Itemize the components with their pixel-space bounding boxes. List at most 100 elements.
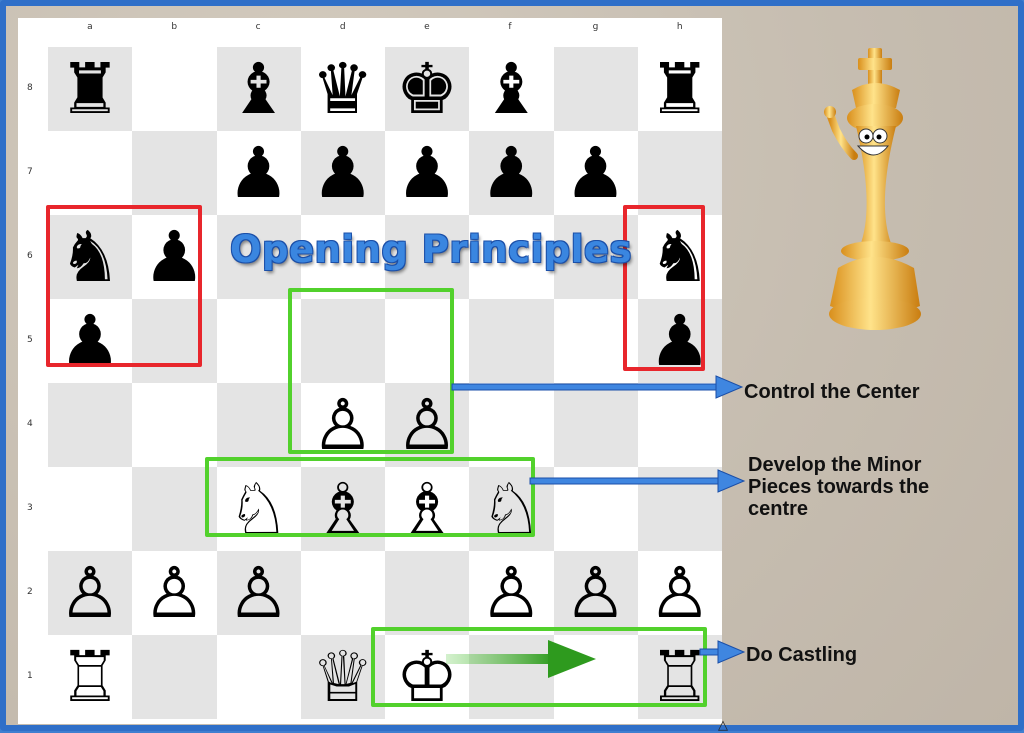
diagram-title: Opening Principles bbox=[230, 228, 633, 271]
black-rook-a8: ♜ bbox=[58, 48, 122, 130]
green-box-minor-pieces bbox=[205, 457, 535, 537]
rank-label-2-left: 2 bbox=[27, 587, 33, 597]
square-b8 bbox=[132, 47, 217, 131]
castling-move-arrow bbox=[446, 640, 596, 678]
black-bishop-f8: ♝ bbox=[479, 48, 543, 130]
arrow-control-center bbox=[451, 375, 744, 399]
black-knight-h6: ♞ bbox=[648, 216, 712, 298]
square-b6 bbox=[132, 215, 217, 299]
square-c2 bbox=[216, 551, 301, 635]
file-label-c-top: c bbox=[255, 22, 261, 32]
square-e3 bbox=[385, 467, 470, 551]
square-g2 bbox=[553, 551, 638, 635]
square-c5 bbox=[216, 299, 301, 383]
square-c7 bbox=[216, 131, 301, 215]
square-f8 bbox=[469, 47, 554, 131]
green-box-castling bbox=[371, 627, 707, 707]
square-f7 bbox=[469, 131, 554, 215]
square-a2 bbox=[48, 551, 133, 635]
green-box-center bbox=[288, 288, 454, 454]
square-a3 bbox=[48, 467, 133, 551]
white-pawn-c2: ♙ bbox=[227, 552, 290, 634]
square-d1 bbox=[300, 635, 385, 719]
rank-label-6-left: 6 bbox=[27, 251, 33, 261]
square-c1 bbox=[216, 635, 301, 719]
black-pawn-b6: ♟ bbox=[142, 216, 206, 298]
black-queen-d8: ♛ bbox=[311, 48, 375, 130]
square-d2 bbox=[300, 551, 385, 635]
rank-label-8-left: 8 bbox=[27, 83, 33, 93]
square-e6 bbox=[385, 215, 470, 299]
file-label-g-top: g bbox=[592, 22, 599, 32]
white-pawn-b2: ♙ bbox=[142, 552, 206, 634]
square-a5 bbox=[48, 299, 133, 383]
arrow-castling bbox=[699, 640, 746, 664]
arrow-develop-minor bbox=[529, 469, 746, 493]
square-a6 bbox=[48, 215, 133, 299]
rank-label-4-left: 4 bbox=[27, 419, 33, 429]
white-rook-a1: ♖ bbox=[58, 636, 122, 718]
black-pawn-g7: ♟ bbox=[564, 132, 627, 214]
square-f2 bbox=[469, 551, 554, 635]
square-e2 bbox=[385, 551, 470, 635]
square-a1 bbox=[48, 635, 133, 719]
black-pawn-f7: ♟ bbox=[479, 132, 543, 214]
king-mascot-illustration bbox=[824, 48, 921, 330]
square-d5 bbox=[300, 299, 385, 383]
square-f4 bbox=[469, 383, 554, 467]
square-g4 bbox=[553, 383, 638, 467]
square-b2 bbox=[132, 551, 217, 635]
square-d7 bbox=[300, 131, 385, 215]
label-do-castling: Do Castling bbox=[746, 644, 858, 666]
file-label-h-top: h bbox=[676, 22, 683, 32]
black-pawn-d7: ♟ bbox=[311, 132, 375, 214]
square-e8 bbox=[385, 47, 470, 131]
square-e5 bbox=[385, 299, 470, 383]
black-bishop-c8: ♝ bbox=[227, 48, 290, 130]
square-b4 bbox=[132, 383, 217, 467]
black-pawn-e7: ♟ bbox=[395, 132, 459, 214]
square-b1 bbox=[132, 635, 217, 719]
square-a7 bbox=[48, 131, 133, 215]
black-king-e8: ♚ bbox=[395, 48, 459, 130]
square-d6 bbox=[300, 215, 385, 299]
file-label-d-top: d bbox=[339, 22, 346, 32]
black-rook-h8: ♜ bbox=[648, 48, 712, 130]
white-pawn-f2: ♙ bbox=[479, 552, 543, 634]
black-knight-a6: ♞ bbox=[58, 216, 122, 298]
white-pawn-g2: ♙ bbox=[564, 552, 627, 634]
square-h6 bbox=[637, 215, 722, 299]
chessboard-panel: aabbccddeeffgghh8877665544332211 ♜♝♛♚♝♜♟… bbox=[18, 18, 728, 733]
file-label-e-top: e bbox=[424, 22, 430, 32]
square-b7 bbox=[132, 131, 217, 215]
square-a4 bbox=[48, 383, 133, 467]
rank-label-5-left: 5 bbox=[27, 335, 33, 345]
file-label-b-top: b bbox=[171, 22, 178, 32]
square-e7 bbox=[385, 131, 470, 215]
square-d3 bbox=[300, 467, 385, 551]
square-h8 bbox=[637, 47, 722, 131]
square-b5 bbox=[132, 299, 217, 383]
square-c8 bbox=[216, 47, 301, 131]
black-pawn-a5: ♟ bbox=[58, 300, 122, 382]
square-g7 bbox=[553, 131, 638, 215]
square-d8 bbox=[300, 47, 385, 131]
red-box-kingside bbox=[623, 205, 705, 371]
square-b3 bbox=[132, 467, 217, 551]
rank-label-3-left: 3 bbox=[27, 503, 33, 513]
square-c3 bbox=[216, 467, 301, 551]
white-queen-d1: ♕ bbox=[311, 636, 375, 718]
file-label-a-top: a bbox=[87, 22, 93, 32]
square-f6 bbox=[469, 215, 554, 299]
red-box-queenside bbox=[46, 205, 202, 367]
label-control-center: Control the Center bbox=[744, 381, 920, 403]
board-flip-marker: △ bbox=[718, 718, 728, 733]
square-g8 bbox=[553, 47, 638, 131]
rank-label-1-left: 1 bbox=[27, 671, 33, 681]
white-pawn-h2: ♙ bbox=[648, 552, 712, 634]
white-pawn-a2: ♙ bbox=[58, 552, 122, 634]
square-h4 bbox=[637, 383, 722, 467]
square-h7 bbox=[637, 131, 722, 215]
